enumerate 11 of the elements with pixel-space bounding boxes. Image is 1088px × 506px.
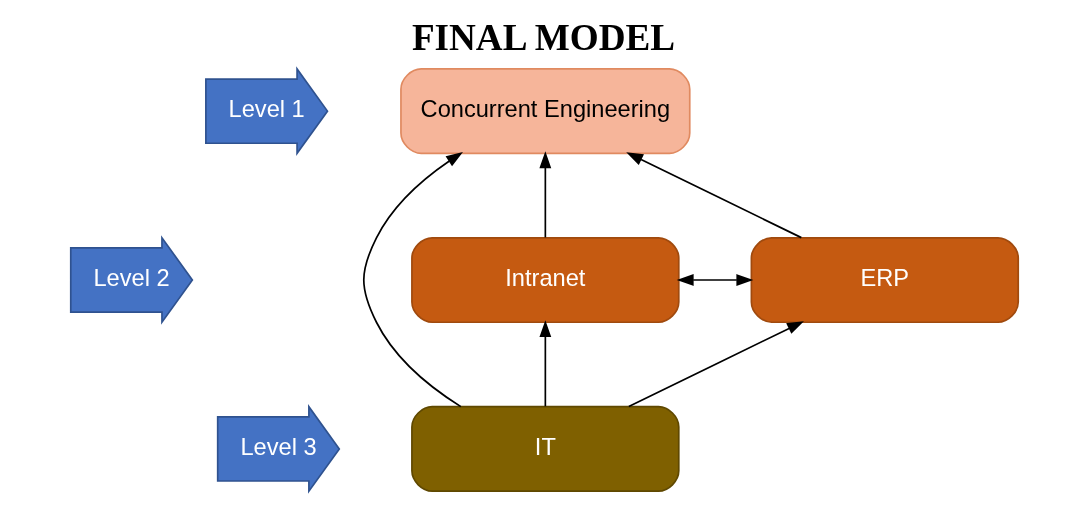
arrow (625, 152, 802, 239)
arrow (676, 274, 753, 286)
diagram-title: FINAL MODEL (411, 16, 675, 58)
node-box: ERP (750, 236, 1019, 324)
arrow (538, 320, 551, 408)
arrow (538, 151, 551, 239)
arrow (627, 321, 804, 408)
node-box: IT (410, 405, 680, 492)
node-box: Concurrent Engineering (399, 68, 691, 155)
arrow (362, 152, 463, 408)
node-box: Intranet (410, 236, 680, 324)
